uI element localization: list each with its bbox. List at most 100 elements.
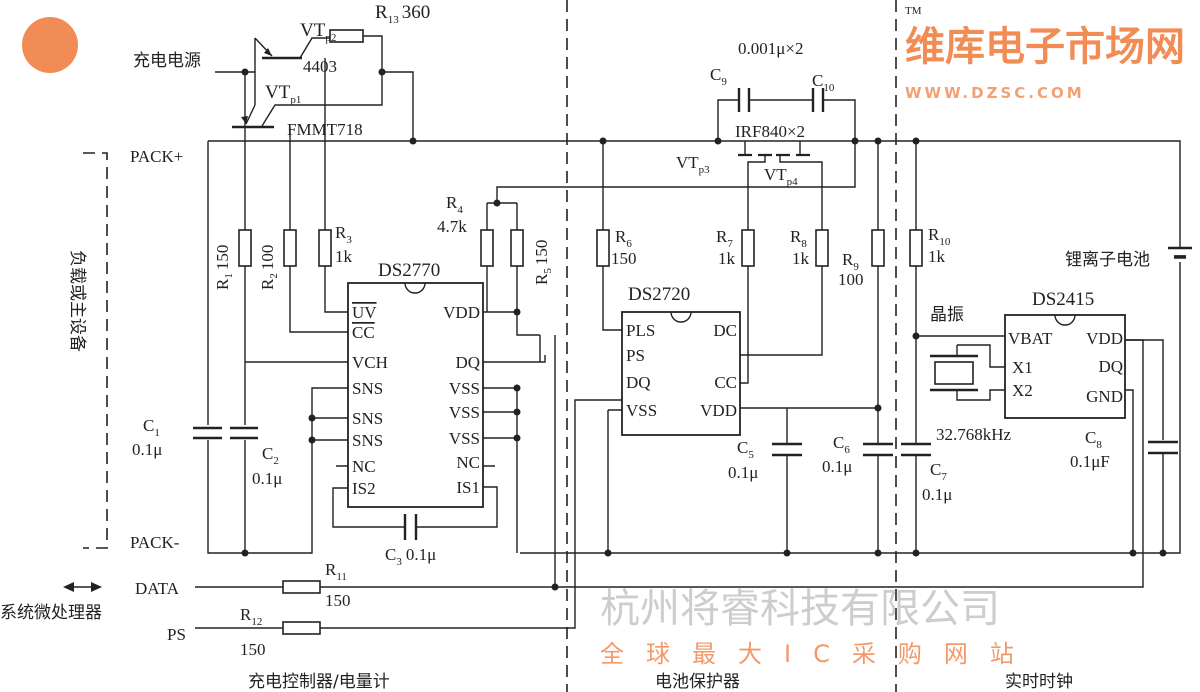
protector-rtc-wires — [602, 141, 1005, 553]
ds2720-notch — [670, 311, 692, 323]
r2-resistor — [283, 229, 297, 267]
svg-text:DC: DC — [713, 321, 737, 340]
host-bracket — [83, 152, 108, 549]
r4-label: R4 — [446, 193, 463, 216]
r7-resistor — [741, 229, 755, 267]
r9-label: R9 — [842, 250, 859, 273]
c5-value: 0.1μ — [728, 463, 758, 482]
pack-plus-label: PACK+ — [130, 147, 183, 166]
protector-wires — [717, 99, 856, 384]
svg-text:CC: CC — [352, 323, 375, 342]
svg-text:NC: NC — [352, 457, 376, 476]
r8-resistor — [815, 229, 829, 267]
c6-label: C6 — [833, 433, 850, 456]
data-ps-wires — [195, 335, 1144, 629]
svg-text:VDD: VDD — [700, 401, 737, 420]
c10-label: C10 — [812, 71, 835, 94]
watermark-logo-icon — [22, 17, 78, 73]
svg-text:DQ: DQ — [455, 353, 480, 372]
c7-label: C7 — [930, 460, 947, 483]
c1-value: 0.1μ — [132, 440, 162, 459]
r7-label: R7 — [716, 227, 733, 250]
protector-section-label: 电池保护器 — [655, 672, 740, 692]
ds2770-right-wires — [483, 141, 856, 553]
r9-value: 100 — [838, 270, 864, 289]
vtp4-label: VTp4 — [764, 165, 798, 188]
vtp1-label: VTp1 — [265, 82, 301, 106]
ds2770-name: DS2770 — [378, 260, 440, 281]
svg-text:NC: NC — [456, 453, 480, 472]
ds2415-pins: VBAT X1 X2 VDD DQ GND — [1008, 329, 1123, 406]
r3-label: R3 — [335, 223, 352, 246]
svg-text:VSS: VSS — [449, 403, 480, 422]
r8-value: 1k — [792, 249, 810, 268]
svg-text:VBAT: VBAT — [1008, 329, 1053, 348]
r10-value: 1k — [928, 247, 946, 266]
vtp2-arrow-icon — [264, 48, 272, 56]
svg-text:X1: X1 — [1012, 358, 1033, 377]
c9-c10-value: 0.001μ×2 — [738, 39, 803, 58]
ds2770-chip — [347, 282, 484, 508]
r12-value: 150 — [240, 640, 266, 659]
watermark: TM 维库电子市场网 WWW.DZSC.COM 杭州将睿科技有限公司 全球最大I… — [600, 5, 1185, 668]
svg-text:CC: CC — [714, 373, 737, 392]
c5-label: C5 — [737, 438, 754, 461]
vtp2-part: 4403 — [303, 57, 337, 76]
ds2770-left-pins: UV CC VCH SNS SNS SNS NC IS2 — [352, 303, 388, 498]
ds2720-pins: PLS PS DQ VSS DC CC VDD — [626, 321, 737, 420]
mcu-label: 系统微处理器 — [0, 603, 102, 623]
r5-label: R5150 — [532, 240, 554, 285]
crystal-label: 晶振 — [930, 305, 964, 325]
watermark-brand: 维库电子市场网 — [905, 24, 1185, 70]
r6-value: 150 — [611, 249, 637, 268]
ds2720-chip — [621, 311, 741, 436]
arrow-left-icon — [63, 582, 74, 592]
r7-value: 1k — [718, 249, 736, 268]
charge-path-wires — [215, 35, 414, 141]
r6-label: R6 — [615, 227, 632, 250]
vtp2-label: VTp2 — [300, 20, 336, 44]
r6-resistor — [596, 229, 610, 267]
c6-value: 0.1μ — [822, 457, 852, 476]
ds2720-name: DS2720 — [628, 284, 690, 305]
charger-section-label: 充电控制器/电量计 — [248, 672, 390, 692]
ds2415-name: DS2415 — [1032, 289, 1094, 310]
svg-text:X2: X2 — [1012, 381, 1033, 400]
pack-plus-rail — [208, 140, 1190, 554]
svg-text:VSS: VSS — [626, 401, 657, 420]
ds2415-notch — [1054, 314, 1076, 326]
svg-text:PLS: PLS — [626, 321, 655, 340]
watermark-company: 杭州将睿科技有限公司 — [600, 586, 1000, 632]
c9-label: C9 — [710, 65, 727, 88]
r5-resistor — [510, 229, 524, 267]
rtc-wires — [956, 339, 1164, 553]
r3-value: 1k — [335, 247, 353, 266]
mosfet-part: IRF840×2 — [735, 122, 805, 141]
svg-text:IS1: IS1 — [456, 478, 480, 497]
ds2770-notch — [404, 282, 426, 294]
battery-label: 锂离子电池 — [1065, 250, 1150, 270]
watermark-tm: TM — [905, 5, 922, 17]
svg-text:VDD: VDD — [443, 303, 480, 322]
svg-text:GND: GND — [1086, 387, 1123, 406]
r9-resistor — [871, 229, 885, 267]
r12-label: R12 — [240, 605, 262, 628]
arrow-right-icon — [91, 582, 102, 592]
c2-value: 0.1μ — [252, 469, 282, 488]
svg-text:IS2: IS2 — [352, 479, 376, 498]
r10-resistor — [909, 229, 923, 267]
r13-resistor — [329, 29, 364, 43]
vtp1-part: FMMT718 — [287, 120, 363, 139]
junction-dots — [241, 68, 1167, 591]
pack-minus-label: PACK- — [130, 533, 180, 552]
data-label: DATA — [135, 579, 180, 598]
c8-label: C8 — [1085, 428, 1102, 451]
r12-resistor — [282, 621, 321, 635]
crystal — [934, 361, 974, 385]
svg-text:PS: PS — [626, 346, 645, 365]
svg-text:SNS: SNS — [352, 379, 383, 398]
svg-text:VCH: VCH — [352, 353, 388, 372]
